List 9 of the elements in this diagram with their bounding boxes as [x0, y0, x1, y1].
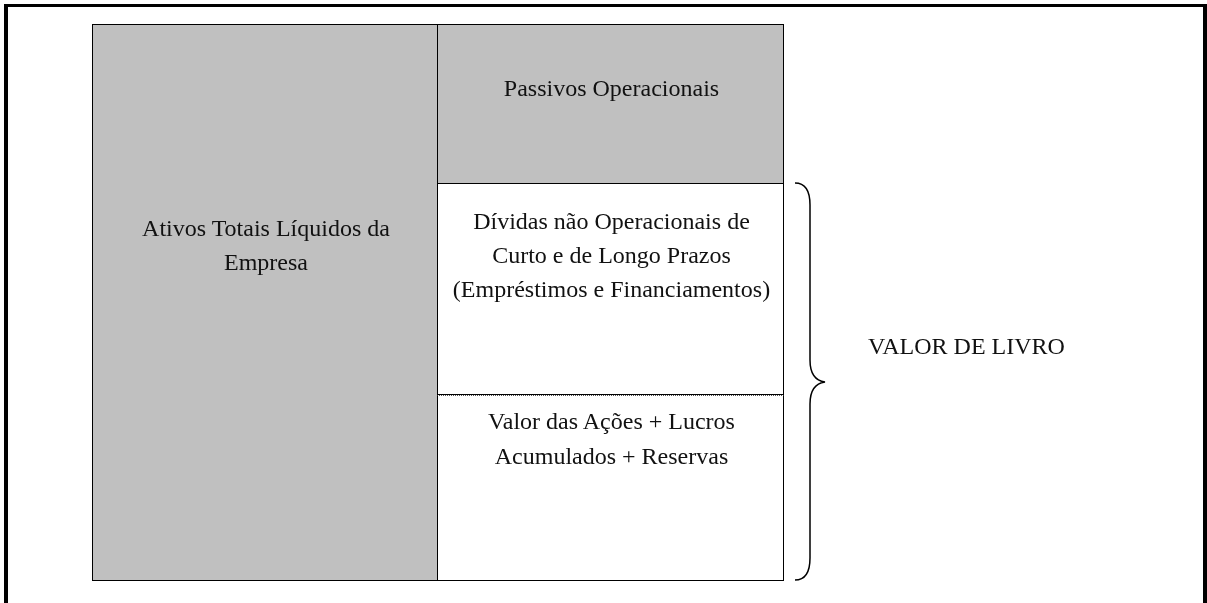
equity-formula: Valor das Ações + Lucros Acumulados + Reservas — [487, 407, 736, 471]
brace-label: VALOR DE LIVRO — [868, 333, 1065, 360]
block-label: Ativos Totais Líquidos da Empresa — [141, 214, 391, 277]
liability-block — [437, 24, 784, 184]
debt-section — [437, 183, 784, 395]
asset-block — [92, 24, 438, 581]
block-label: Dívidas não Operacionais de Curto e de Longo Prazos (Empréstimos e Financiamentos) — [451, 207, 772, 304]
equity-section — [437, 395, 784, 581]
block-label: Passivos Operacionais — [502, 74, 721, 103]
